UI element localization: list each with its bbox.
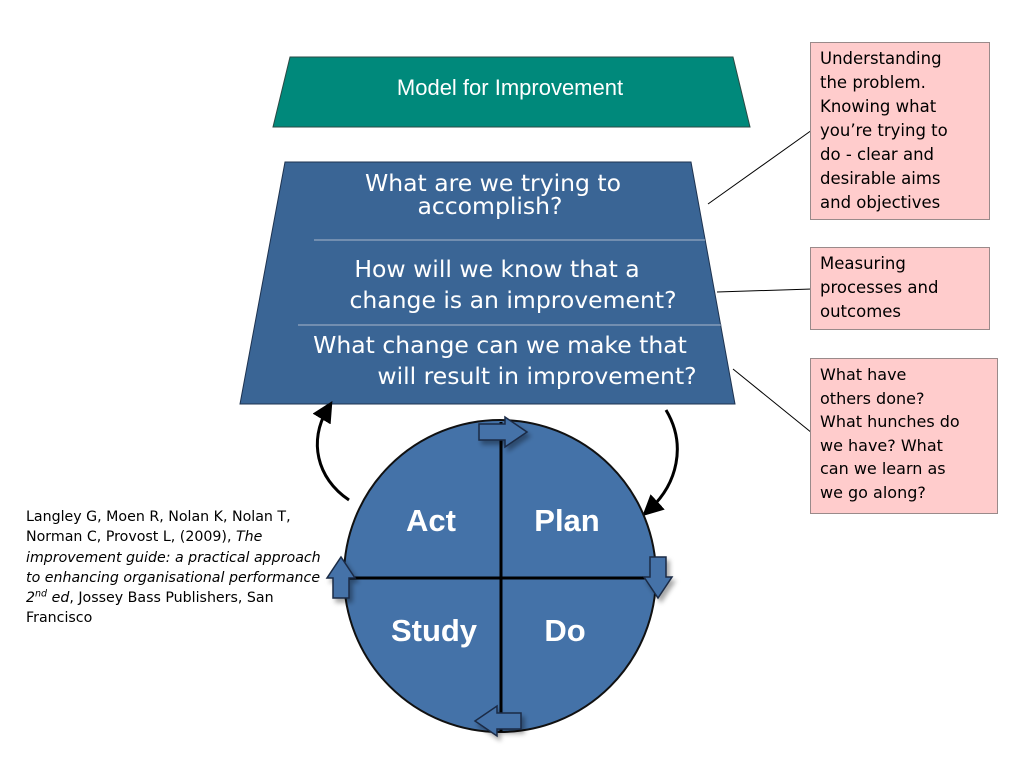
question-1-line-2: accomplish? xyxy=(417,192,562,220)
curved-arrow-left xyxy=(312,400,350,502)
question-3-line-2: will result in improvement? xyxy=(377,362,696,390)
connector-line-1 xyxy=(707,129,813,205)
citation-sup: nd xyxy=(35,588,48,600)
quadrant-study: Study xyxy=(391,613,478,648)
question-2-line-1: How will we know that a xyxy=(354,255,639,283)
citation: Langley G, Moen R, Nolan K, Nolan T, Nor… xyxy=(26,507,336,629)
note-understanding-problem: Understanding the problem. Knowing what … xyxy=(810,42,990,220)
note-what-others-done: What have others done? What hunches do w… xyxy=(810,358,998,514)
block-arrow-right-down xyxy=(642,556,674,600)
question-3-line-1: What change can we make that xyxy=(313,331,687,359)
citation-title: The improvement guide: a practical appro… xyxy=(26,529,321,607)
note-measuring: Measuring processes and outcomes xyxy=(810,247,990,330)
quadrant-act: Act xyxy=(406,503,456,538)
questions-shape xyxy=(239,161,736,405)
connector-line-2 xyxy=(716,288,813,293)
questions-panel: What are we trying to accomplish? How wi… xyxy=(239,161,736,405)
connector-line-3 xyxy=(732,368,813,434)
question-1-line-1: What are we trying to xyxy=(365,169,621,197)
pdsa-cycle: Act Plan Study Do xyxy=(325,415,674,738)
curved-arrow-right xyxy=(642,409,679,517)
block-arrow-top-right xyxy=(478,415,529,449)
citation-edition: ed xyxy=(47,590,70,607)
block-arrow-bottom-left xyxy=(473,704,522,738)
citation-part-2: , Jossey Bass Publishers, San Francisco xyxy=(26,590,274,627)
header-title: Model for Improvement xyxy=(397,75,623,100)
header-shape xyxy=(272,56,751,128)
question-2-line-2: change is an improvement? xyxy=(349,286,676,314)
citation-part-1: Langley G, Moen R, Nolan K, Nolan T, Nor… xyxy=(26,509,291,546)
block-arrow-left-up xyxy=(325,555,357,599)
quadrant-plan: Plan xyxy=(534,503,599,538)
quadrant-do: Do xyxy=(544,613,585,648)
header-banner: Model for Improvement xyxy=(272,56,751,128)
